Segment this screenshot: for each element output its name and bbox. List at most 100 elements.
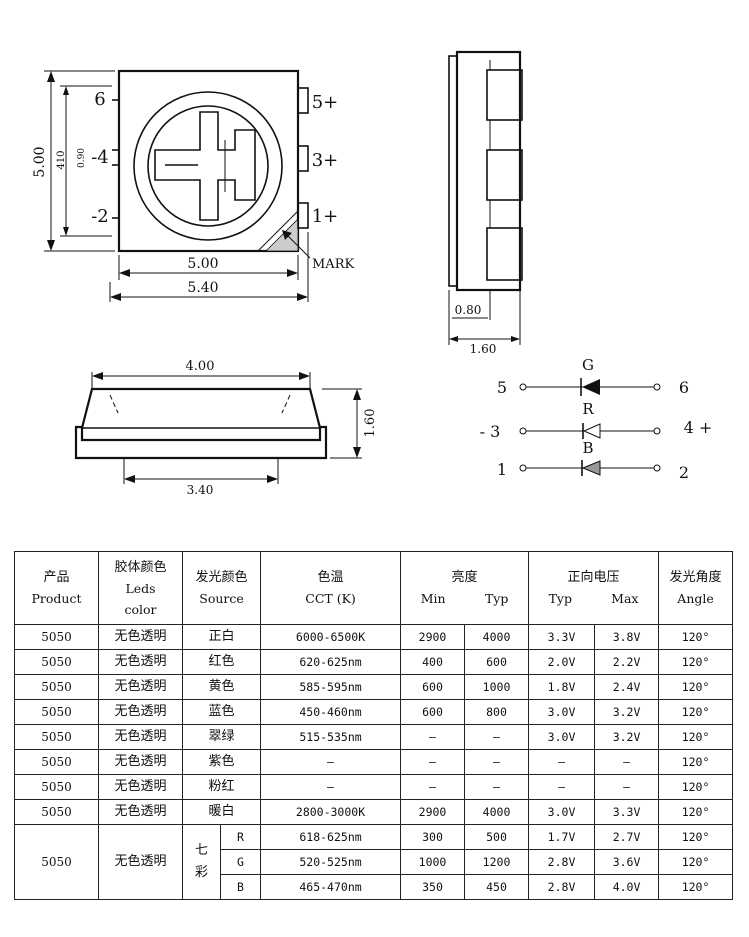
cell-leds: 无色透明 [98,699,183,725]
cell-min: 400 [400,649,466,675]
cell-cct: 6000-6500K [260,624,402,650]
cell-cct: — [260,774,402,800]
cell-angle: 120° [658,799,734,825]
schematic-pin-3: - 3 [480,422,501,441]
header-angle: 发光角度 Angle [658,551,734,625]
cell-angle: 120° [658,624,734,650]
cell-cct: — [260,749,402,775]
schematic-pin-6: 6 [679,378,689,397]
cell-min: 600 [400,674,466,700]
cell-typ: — [464,749,530,775]
cell-typ: 1000 [464,674,530,700]
cell-typ: 450 [464,874,530,900]
led-schematic: 5 G 6 - 3 R 4 + 1 B 2 [480,356,713,482]
cell-cct: 2800-3000K [260,799,402,825]
cell-vmax: 3.3V [594,799,660,825]
pin-label-2: -2 [91,206,109,227]
cell-product: 5050 [14,624,99,650]
cell-source: 粉红 [181,774,262,800]
cell-product: 5050 [14,799,99,825]
cell-vtyp: 1.8V [528,674,596,700]
pin-label-1: 1+ [312,206,339,227]
cell-leds: 无色透明 [98,649,183,675]
cell-typ: 800 [464,699,530,725]
mark-label: MARK [312,257,354,272]
pin-label-6: 6 [94,89,105,110]
cell-leds: 无色透明 [98,724,183,750]
schematic-label-r: R [582,400,594,418]
lens-inner [147,105,269,227]
cell-typ: — [464,774,530,800]
cell-vmax: 2.7V [594,824,660,850]
cell-source: 正白 [181,624,262,650]
cell-angle: 120° [658,749,734,775]
top-view: 6 -4 -2 5+ 3+ 1+ MARK 5.00 410 0.90 5.00 [32,69,354,302]
schematic-label-g: G [582,356,594,374]
header-source: 发光颜色 Source [181,551,262,625]
pin-label-4: -4 [91,147,109,168]
schematic-pin-2: 2 [679,463,689,482]
cell-angle: 120° [658,849,734,875]
dim-pin-pitch: 0.90 [77,148,87,168]
cell-seven-color: 七彩 [182,824,221,900]
cell-angle: 120° [658,649,734,675]
cell-vmax: 2.4V [594,674,660,700]
cell-cct: 450-460nm [260,699,402,725]
cell-vmax: 2.2V [594,649,660,675]
dim-width-body: 5.00 [187,256,218,272]
dim-height-outer: 5.00 [32,146,48,177]
schematic-pin-4: 4 + [684,418,713,437]
cell-product: 5050 [14,749,99,775]
cell-vmax: 3.6V [594,849,660,875]
cell-vmax: — [594,749,660,775]
cell-vmax: 3.8V [594,624,660,650]
header-cct: 色温 CCT (K) [260,551,402,625]
cell-angle: 120° [658,774,734,800]
cell-vtyp: — [528,749,596,775]
top-view-body [117,69,300,253]
cell-min: — [400,749,466,775]
cell-vmax: 3.2V [594,724,660,750]
cell-cct: 515-535nm [260,724,402,750]
cell-vmax: — [594,774,660,800]
diode-b [581,460,601,476]
cell-typ: 1200 [464,849,530,875]
cell-angle: 120° [658,874,734,900]
pin-label-3: 3+ [312,150,339,171]
cell-leds: 无色透明 [98,674,183,700]
dim-pad: 0.80 [455,303,482,317]
cell-product: 5050 [14,774,99,800]
cell-cct: 465-470nm [260,874,402,900]
cell-vtyp: — [528,774,596,800]
cell-vmax: 4.0V [594,874,660,900]
cell-vtyp: 2.0V [528,649,596,675]
cell-cct: 585-595nm [260,674,402,700]
pin-label-5: 5+ [312,92,339,113]
cell-product: 5050 [14,724,99,750]
header-product: 产品 Product [14,551,99,625]
led-package-drawing: 6 -4 -2 5+ 3+ 1+ MARK 5.00 410 0.90 5.00 [32,50,713,497]
cell-min: 600 [400,699,466,725]
cell-leds: 无色透明 [98,824,183,900]
cell-vtyp: 2.8V [528,849,596,875]
lens-outer [133,91,283,241]
dim-front-top: 4.00 [186,359,215,374]
diode-g [582,379,600,395]
schematic-label-b: B [582,439,593,457]
cell-vmax: 3.2V [594,699,660,725]
cell-product: 5050 [14,824,99,900]
cell-min: 350 [400,874,466,900]
cell-min: — [400,774,466,800]
cell-cct: 618-625nm [260,824,402,850]
cell-typ: 500 [464,824,530,850]
cell-vtyp: 2.8V [528,874,596,900]
